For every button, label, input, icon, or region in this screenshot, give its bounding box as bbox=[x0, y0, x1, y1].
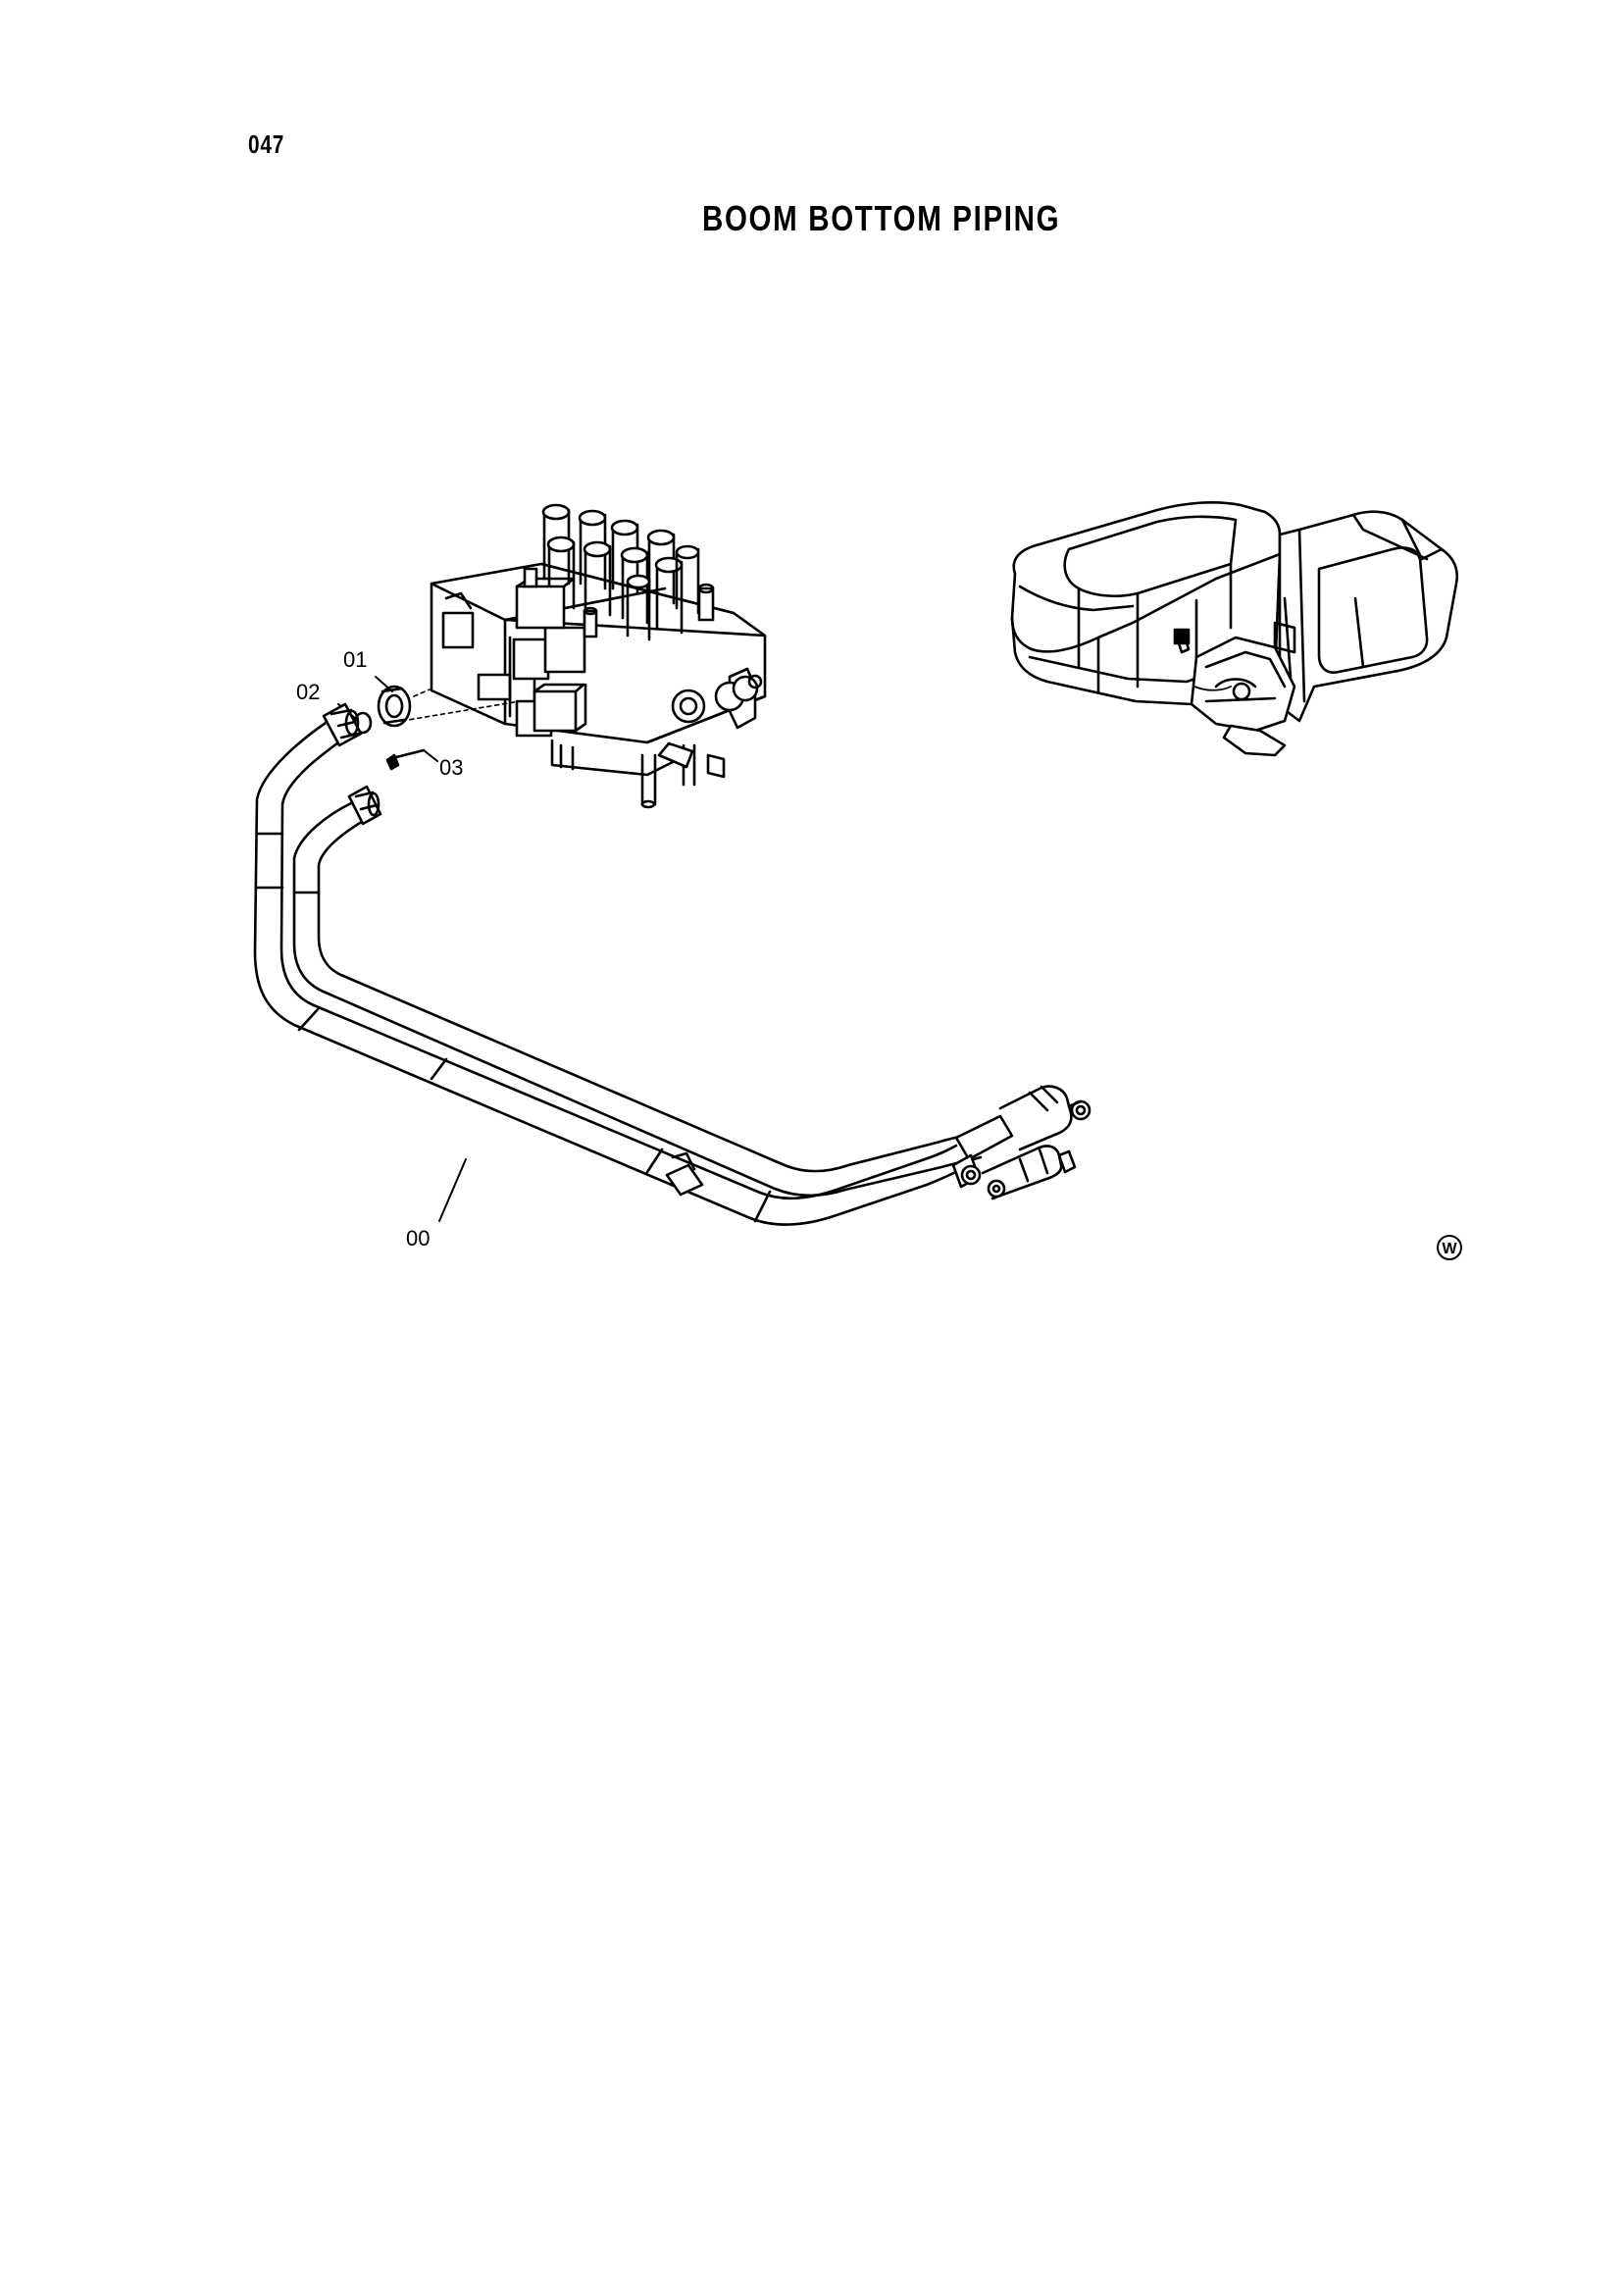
callout-02: 02 bbox=[296, 680, 320, 704]
callout-03: 03 bbox=[439, 755, 463, 780]
machine-location-sketch bbox=[1010, 500, 1459, 757]
callout-01: 01 bbox=[343, 647, 367, 672]
control-valve bbox=[430, 503, 767, 809]
part-01-flange bbox=[377, 685, 412, 728]
page-number: 047 bbox=[248, 129, 285, 159]
corner-mark-letter: W bbox=[1442, 1241, 1457, 1257]
page-title: BOOM BOTTOM PIPING bbox=[702, 198, 1061, 238]
part-03-bolt bbox=[385, 748, 426, 771]
part-00-pipe-assembly bbox=[253, 702, 1091, 1226]
circled-w-mark: W bbox=[1437, 1235, 1462, 1260]
callout-00: 00 bbox=[406, 1226, 430, 1250]
